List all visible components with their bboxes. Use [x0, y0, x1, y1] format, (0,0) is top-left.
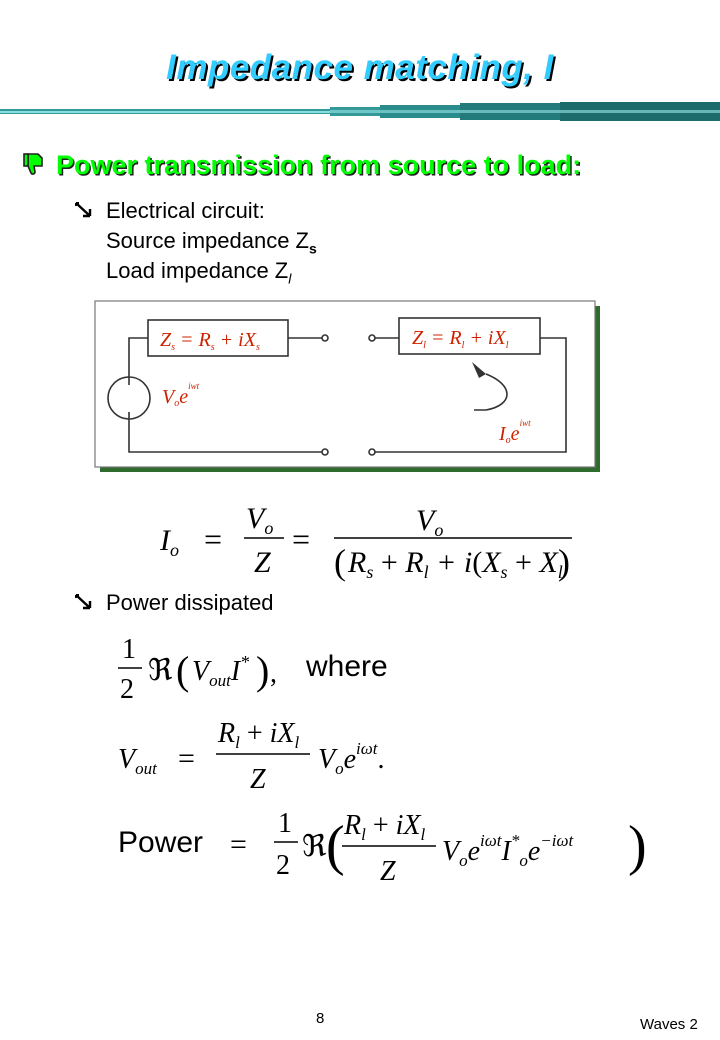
- svg-text:=: =: [292, 521, 310, 557]
- sub1-line2-subscript: s: [309, 240, 317, 257]
- equation-power-dissipated: 1 2 ℜ ( VoutI* ) , where: [118, 634, 388, 705]
- course-label: Waves 2: [640, 1016, 698, 1033]
- svg-text:Voeiωt.: Voeiωt.: [318, 739, 385, 778]
- svg-text:Vo: Vo: [246, 502, 273, 538]
- thumbs-down-icon: [22, 150, 56, 181]
- svg-text:VoeiωtI*oe−iωt: VoeiωtI*oe−iωt: [442, 831, 574, 870]
- arrow-icon: [472, 362, 486, 378]
- svg-text:1: 1: [278, 808, 292, 839]
- svg-text:(: (: [326, 815, 345, 877]
- svg-text:Rs + Rl + i(Xs + Xl: Rs + Rl + i(Xs + Xl: [347, 546, 563, 582]
- page-number: 8: [316, 1010, 325, 1027]
- equation-power: Power = 1 2 ℜ ( Rl + iXl Z VoeiωtI*oe−iω…: [118, 808, 647, 887]
- sub-bullet-circuit: Electrical circuit: Source impedance Zs …: [74, 198, 474, 288]
- where-word: where: [305, 650, 388, 683]
- main-bullet-text: Power transmission from source to load:: [56, 150, 582, 180]
- svg-text:ℜ: ℜ: [148, 654, 173, 687]
- sub1-line3: Load impedance Zl: [106, 258, 291, 286]
- svg-text:=: =: [178, 742, 195, 775]
- svg-text:Rl + iXl: Rl + iXl: [217, 718, 300, 752]
- svg-text:=: =: [230, 828, 247, 861]
- title-rule: [0, 102, 720, 121]
- equation-vout: Vout = Rl + iXl Z Voeiωt.: [118, 718, 385, 795]
- svg-text:Z: Z: [250, 764, 266, 795]
- svg-text:1: 1: [122, 634, 136, 665]
- sub1-line2-text: Source impedance Z: [106, 228, 309, 253]
- power-word: Power: [118, 826, 203, 859]
- svg-text:Z: Z: [254, 546, 271, 579]
- load-impedance-label: Zl = Rl + iXl: [412, 327, 509, 351]
- main-bullet: Power transmission from source to load:: [22, 150, 581, 181]
- source-impedance-label: Zs = Rs + iXs: [160, 329, 260, 353]
- equation-current: Io = Vo Z = Vo ( Rs + Rl + i(Xs + Xl ): [160, 502, 572, 582]
- circuit-diagram: Zs = Rs + iXs Zl = Rl + iXl Voeiwt Ioeiw…: [94, 300, 600, 472]
- svg-text:2: 2: [120, 674, 134, 705]
- svg-text:Z: Z: [380, 856, 396, 887]
- svg-text:(: (: [176, 648, 189, 693]
- check-arrow-icon: [74, 201, 94, 224]
- slide-title: Impedance matching, I: [166, 48, 554, 87]
- svg-text:Io: Io: [160, 524, 179, 560]
- svg-text:Vo: Vo: [416, 504, 443, 540]
- svg-text:): ): [256, 648, 269, 693]
- svg-text:2: 2: [276, 850, 290, 881]
- svg-text:,: ,: [270, 658, 277, 689]
- svg-text:): ): [558, 542, 570, 582]
- svg-text:Rl + iXl: Rl + iXl: [343, 810, 426, 844]
- sub1-line1: Electrical circuit:: [106, 198, 265, 223]
- svg-text:): ): [628, 815, 647, 877]
- svg-text:(: (: [334, 542, 346, 582]
- sub1-line3-subscript: l: [288, 270, 292, 287]
- svg-text:Vout: Vout: [118, 744, 158, 778]
- svg-text:ℜ: ℜ: [302, 830, 327, 863]
- sub-bullet-power: Power dissipated: [74, 590, 374, 620]
- sub1-line2: Source impedance Zs: [106, 228, 317, 256]
- check-arrow-icon: [74, 593, 94, 616]
- sub2-text: Power dissipated: [106, 590, 274, 615]
- svg-text:=: =: [204, 521, 222, 557]
- sub1-line3-text: Load impedance Z: [106, 258, 289, 283]
- svg-text:VoutI*: VoutI*: [192, 652, 249, 690]
